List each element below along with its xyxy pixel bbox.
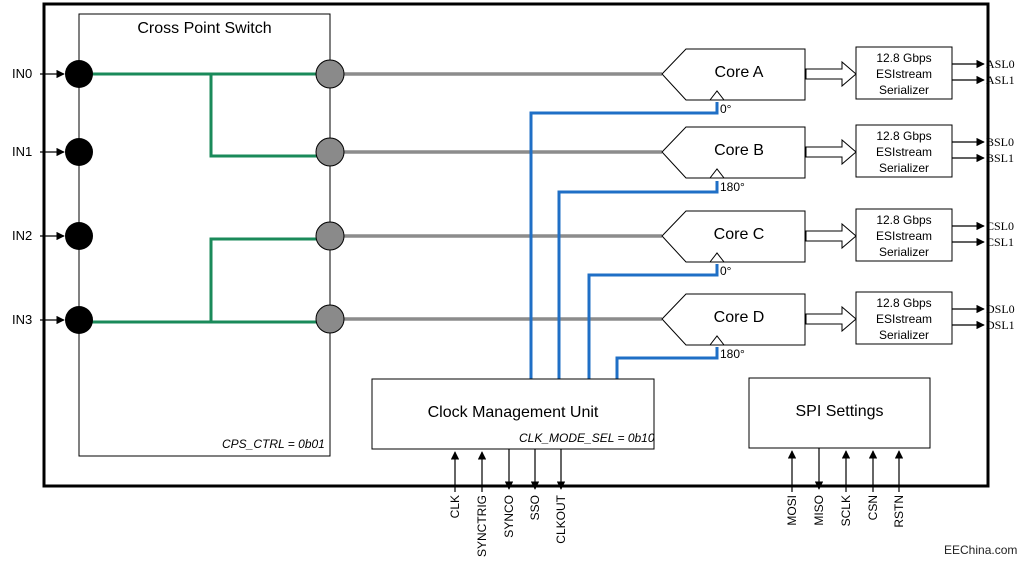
pin-clkout: CLKOUT [554, 495, 568, 544]
clock-lines [529, 102, 719, 379]
output-node-1 [315, 137, 345, 167]
output-node-2 [315, 221, 345, 251]
core-a-phase: 0° [720, 102, 732, 116]
pin-clk: CLK [448, 495, 462, 519]
serializer-a-text: 12.8 Gbps ESIstream Serializer [856, 50, 952, 98]
spi-pin-arrows [787, 448, 904, 492]
bus-arrows [805, 60, 857, 333]
core-a-label: Core A [714, 64, 764, 81]
serializer-name: Serializer [878, 328, 929, 342]
pin-csn: CSN [866, 495, 880, 521]
lane-asl1: ASL1 [986, 73, 1015, 87]
output-node-3 [315, 304, 345, 334]
core-b-shape [661, 126, 806, 179]
input-label-3: IN3 [12, 312, 33, 327]
signal-lines [330, 72, 662, 321]
lane-asl0: ASL0 [986, 57, 1015, 71]
input-label-2: IN2 [12, 228, 33, 243]
crosspoint-routing [79, 72, 330, 324]
core-c-label: Core C [713, 226, 765, 243]
cmu-register: CLK_MODE_SEL = 0b10 [519, 431, 655, 445]
core-b-label: Core B [714, 142, 764, 159]
lane-csl1: CSL1 [986, 235, 1015, 249]
serializer-c-text: 12.8 Gbps ESIstream Serializer [856, 212, 952, 260]
pin-miso: MISO [812, 495, 826, 526]
serializer-rate: 12.8 Gbps [876, 129, 932, 143]
chip-boundary [42, 2, 990, 488]
pin-synco: SYNCO [502, 495, 516, 538]
lane-dsl0: DSL0 [986, 302, 1015, 316]
serializer-protocol: ESIstream [875, 229, 932, 243]
pin-mosi: MOSI [785, 495, 799, 526]
clock-line-c [587, 264, 719, 379]
serializer-name: Serializer [878, 245, 929, 259]
cps-ctrl-register: CPS_CTRL = 0b01 [222, 437, 325, 451]
serializer-name: Serializer [878, 83, 929, 97]
clock-management-unit-box [371, 378, 655, 450]
input-nodes [65, 60, 93, 334]
cmu-pin-arrows [450, 449, 566, 492]
serializer-b-box [855, 124, 953, 178]
clock-line-d [615, 347, 719, 379]
serializers [855, 46, 953, 345]
cmu-title: Clock Management Unit [427, 404, 599, 421]
core-d-label: Core D [713, 309, 765, 326]
watermark: EEChina.com [944, 543, 1018, 557]
core-d-phase: 180° [720, 347, 745, 361]
serializer-c-box [855, 208, 953, 262]
input-node-1 [65, 138, 93, 166]
input-label-0: IN0 [12, 66, 33, 81]
input-node-0 [65, 60, 93, 88]
cross-point-switch-box [78, 13, 331, 457]
input-node-2 [65, 222, 93, 250]
core-a-shape [661, 48, 806, 101]
input-label-1: IN1 [12, 144, 33, 159]
pin-rstn: RSTN [892, 495, 906, 528]
clock-triangle-a [708, 90, 726, 101]
serializer-rate: 12.8 Gbps [876, 296, 932, 310]
lane-bsl0: BSL0 [986, 135, 1015, 149]
pin-synctrig: SYNCTRIG [475, 495, 489, 558]
cross-point-switch-title: Cross Point Switch [137, 20, 272, 37]
serializer-a-box [855, 46, 953, 100]
core-c-phase: 0° [720, 264, 732, 278]
pin-sclk: SCLK [839, 495, 853, 527]
clock-triangle-b [708, 168, 726, 179]
serializer-d-text: 12.8 Gbps ESIstream Serializer [856, 295, 952, 343]
output-node-0 [315, 59, 345, 89]
serializer-protocol: ESIstream [875, 67, 932, 81]
serializer-name: Serializer [878, 161, 929, 175]
spi-settings-box [748, 377, 931, 449]
input-node-3 [65, 306, 93, 334]
serializer-protocol: ESIstream [875, 145, 932, 159]
clock-line-a [529, 102, 719, 379]
clock-line-b [557, 181, 719, 379]
core-b-phase: 180° [720, 180, 745, 194]
clock-triangle-d [708, 335, 726, 346]
lane-dsl1: DSL1 [986, 318, 1015, 332]
lane-bsl1: BSL1 [986, 151, 1015, 165]
cores [661, 48, 806, 346]
serializer-b-text: 12.8 Gbps ESIstream Serializer [856, 128, 952, 176]
pin-sso: SSO [528, 495, 542, 521]
lane-csl0: CSL0 [986, 219, 1015, 233]
output-nodes [315, 59, 345, 334]
serial-output-arrows [952, 59, 985, 330]
core-d-shape [661, 293, 806, 346]
serializer-protocol: ESIstream [875, 312, 932, 326]
spi-title: SPI Settings [795, 403, 884, 420]
serializer-rate: 12.8 Gbps [876, 51, 932, 65]
serializer-rate: 12.8 Gbps [876, 213, 932, 227]
core-c-shape [661, 210, 806, 263]
serializer-d-box [855, 291, 953, 345]
clock-triangle-c [708, 252, 726, 263]
input-arrows [40, 69, 65, 325]
